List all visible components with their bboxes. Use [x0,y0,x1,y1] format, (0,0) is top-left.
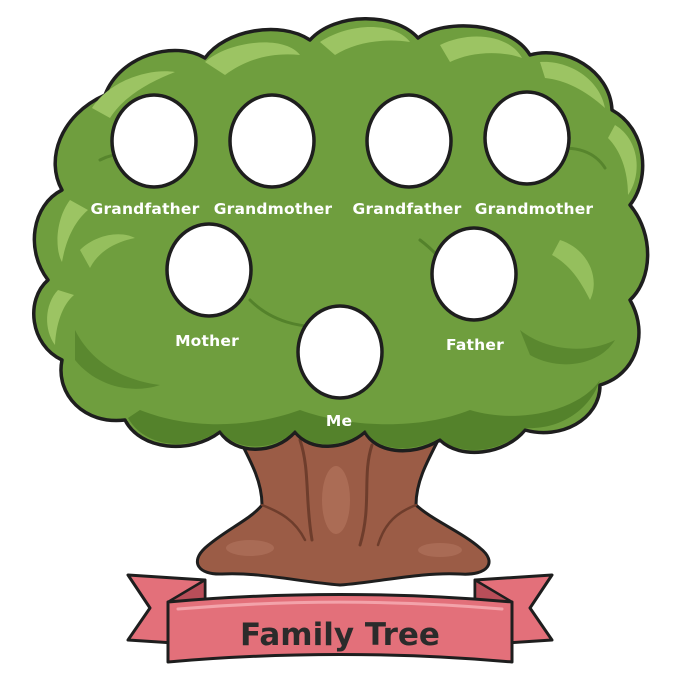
photo-frame-grandfather-maternal[interactable] [365,93,453,189]
photo-frame-grandmother-maternal[interactable] [483,90,571,186]
label-grandmother-maternal: Grandmother [475,200,594,218]
photo-frame-me[interactable] [296,304,384,400]
label-me: Me [326,412,352,430]
portrait-frames [110,90,571,400]
photo-frame-father[interactable] [430,226,518,322]
banner-title: Family Tree [240,617,440,653]
photo-frame-grandfather-paternal[interactable] [110,93,198,189]
photo-frame-mother[interactable] [165,222,253,318]
tree-trunk [195,423,491,587]
label-grandfather-paternal: Grandfather [91,200,200,218]
label-grandfather-maternal: Grandfather [353,200,462,218]
label-father: Father [446,336,504,354]
label-mother: Mother [175,332,239,350]
photo-frame-grandmother-paternal[interactable] [228,93,316,189]
title-banner: Family Tree [126,573,554,664]
member-labels: Grandfather Grandmother Grandfather Gran… [91,200,594,430]
label-grandmother-paternal: Grandmother [214,200,333,218]
